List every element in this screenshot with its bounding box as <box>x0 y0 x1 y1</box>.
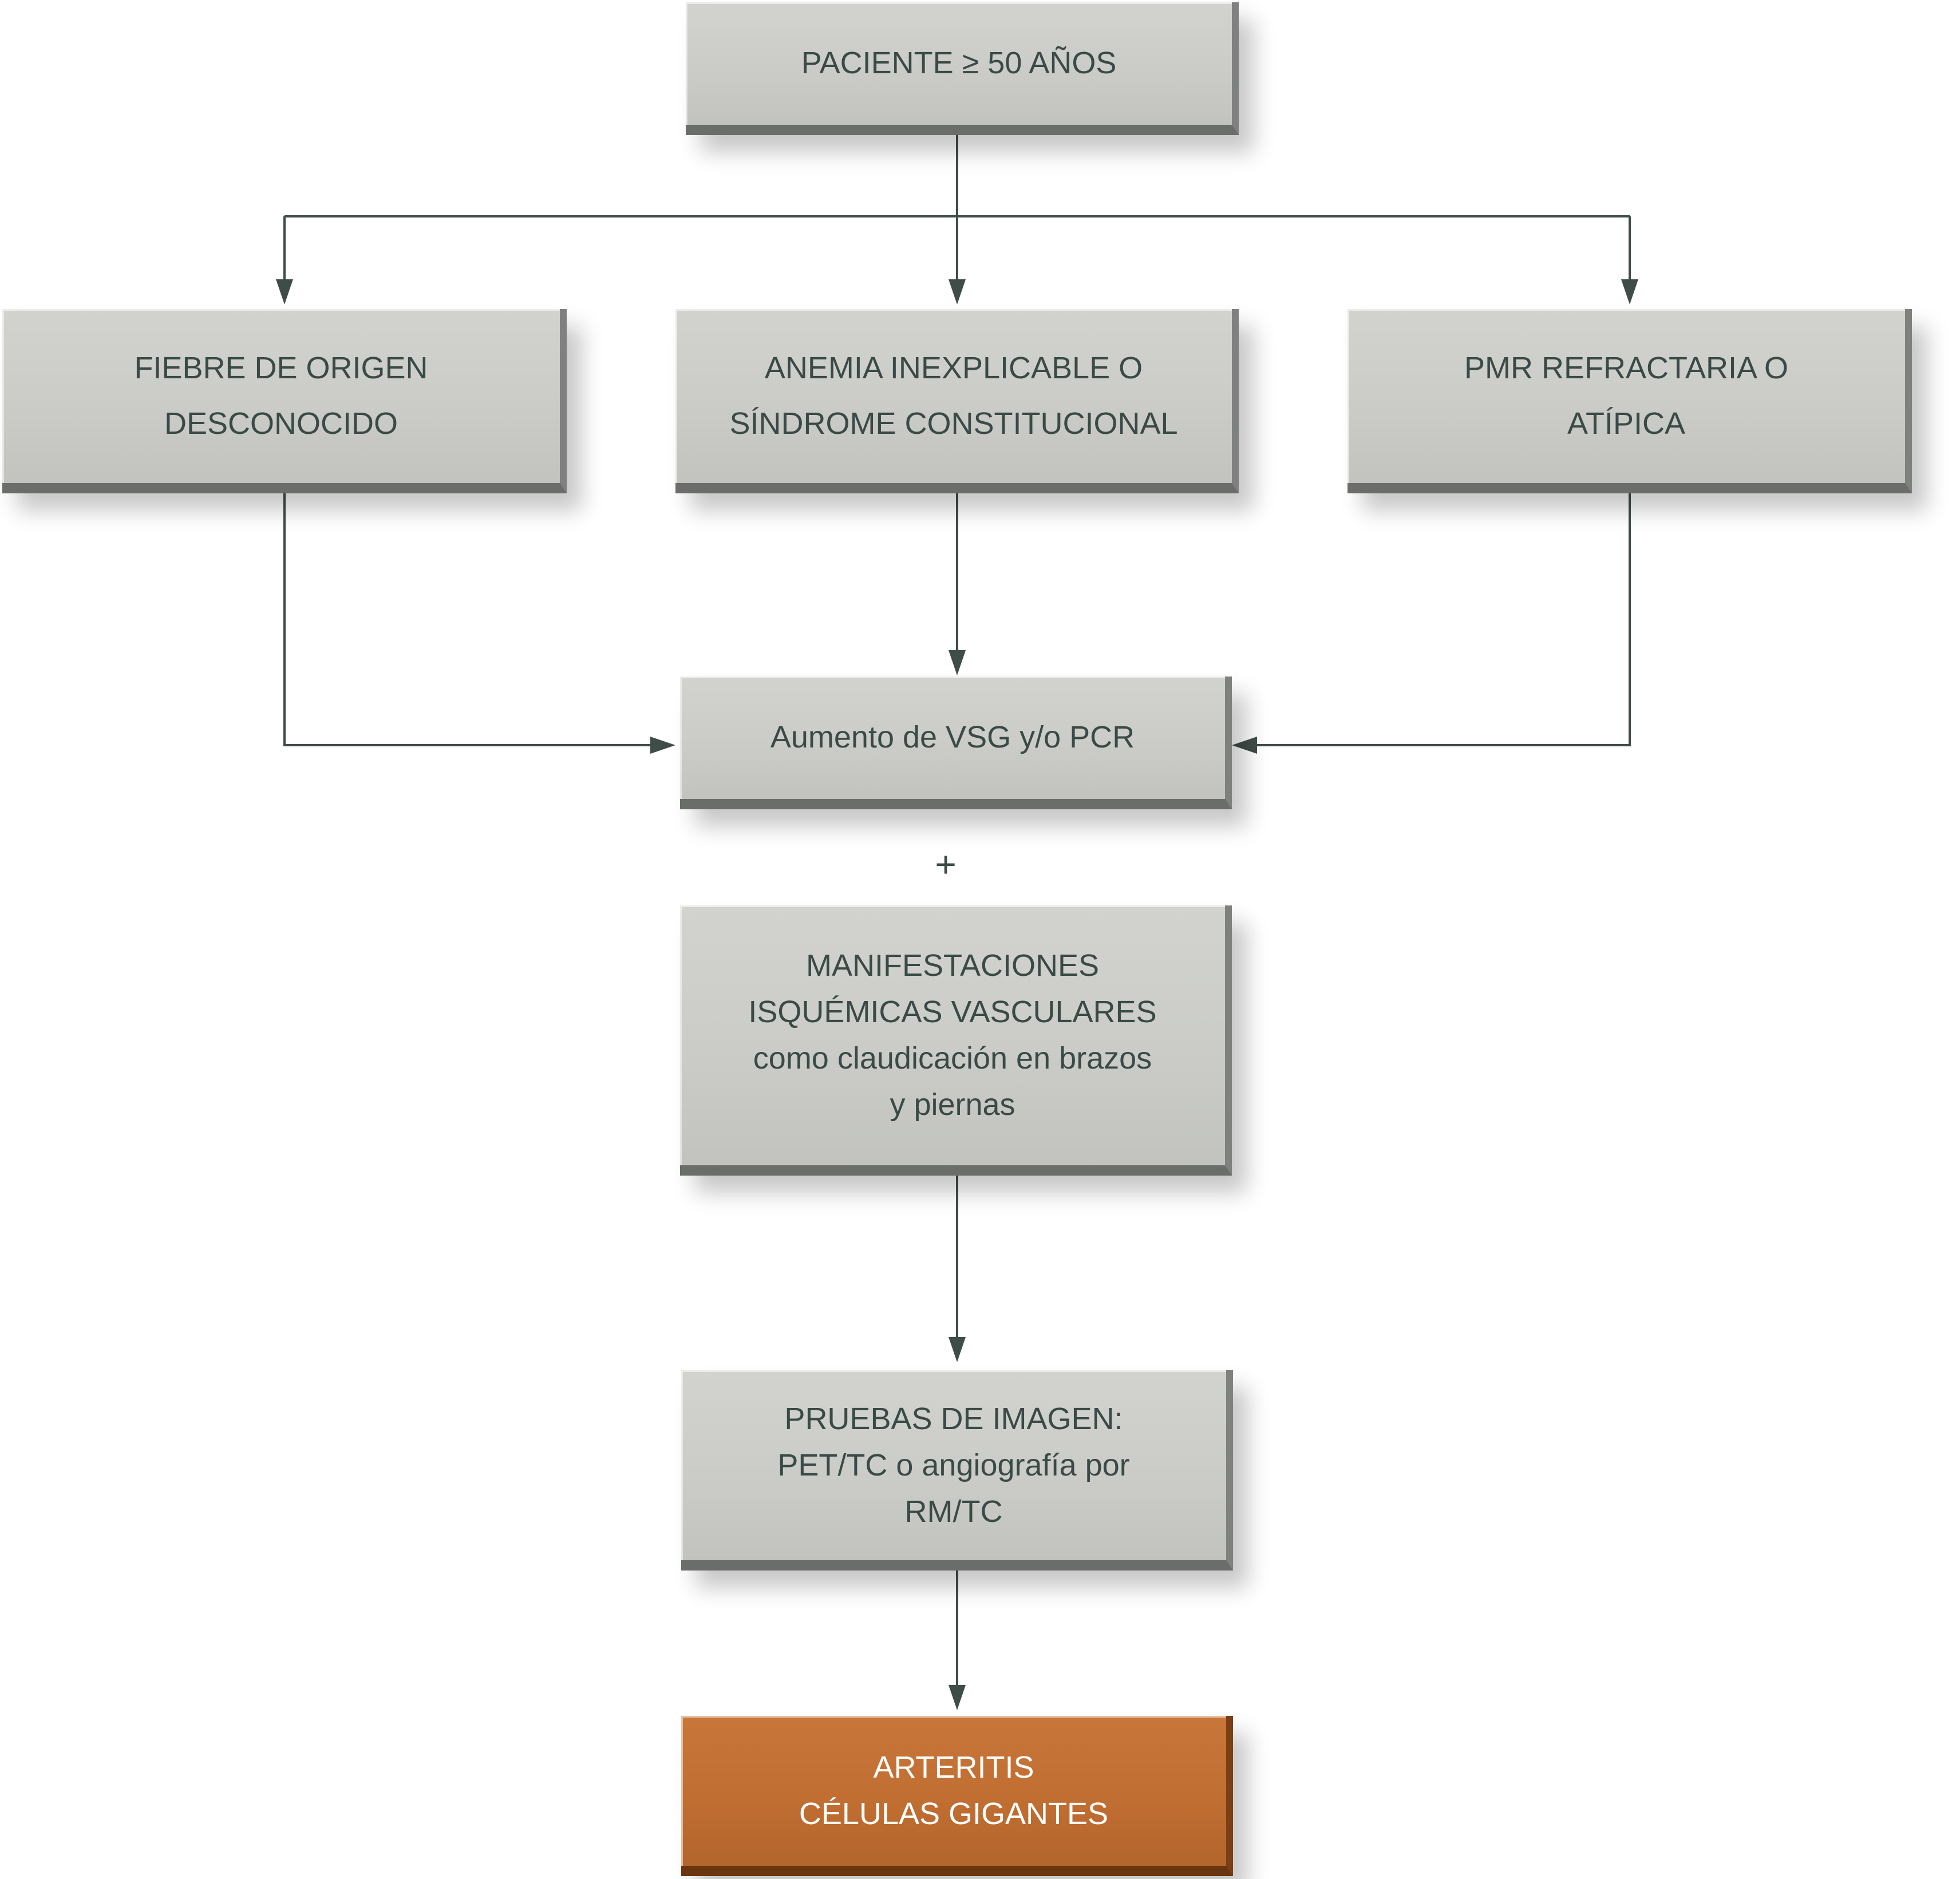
node-pmr-line-2: ATÍPICA <box>1567 406 1686 441</box>
node-pmr-line-1: PMR REFRACTARIA O <box>1464 350 1789 385</box>
arrowhead-anemia <box>949 279 966 304</box>
arrowhead-imaging-result <box>949 1685 966 1710</box>
node-vsg-line-1: Aumento de VSG y/o PCR <box>770 720 1135 755</box>
node-anemia: ANEMIA INEXPLICABLE O SÍNDROME CONSTITUC… <box>675 309 1239 493</box>
node-imaging-line-1: PRUEBAS DE IMAGEN: <box>784 1401 1123 1436</box>
plus-sign: + <box>935 844 957 885</box>
node-ischemic-line-2: ISQUÉMICAS VASCULARES <box>748 995 1157 1029</box>
node-vsg: Aumento de VSG y/o PCR <box>680 677 1232 809</box>
arrowhead-pmr <box>1621 279 1638 304</box>
arrowhead-pmr-vsg <box>1232 737 1257 754</box>
node-patient: PACIENTE ≥ 50 AÑOS <box>686 2 1239 135</box>
node-ischemic-line-4: y piernas <box>890 1087 1015 1122</box>
node-anemia-line-2: SÍNDROME CONSTITUCIONAL <box>729 406 1178 441</box>
connector-pmr-vsg <box>1250 493 1631 746</box>
node-imaging: PRUEBAS DE IMAGEN: PET/TC o angiografía … <box>681 1370 1233 1571</box>
node-fever: FIEBRE DE ORIGEN DESCONOCIDO <box>2 309 567 493</box>
node-imaging-line-2: PET/TC o angiografía por <box>777 1447 1130 1482</box>
node-ischemic-line-1: MANIFESTACIONES <box>805 948 1100 983</box>
arrowhead-fever <box>276 279 293 304</box>
node-fever-line-2: DESCONOCIDO <box>164 406 398 441</box>
node-anemia-line-1: ANEMIA INEXPLICABLE O <box>764 350 1143 385</box>
node-pmr: PMR REFRACTARIA O ATÍPICA <box>1348 309 1912 493</box>
node-ischemic-line-3: como claudicación en brazos <box>753 1041 1152 1075</box>
node-ischemic: MANIFESTACIONES ISQUÉMICAS VASCULARES co… <box>680 905 1232 1176</box>
node-patient-line-1: PACIENTE ≥ 50 AÑOS <box>801 46 1117 81</box>
arrowhead-ischemic-imaging <box>949 1337 966 1362</box>
connector-fever-vsg <box>283 493 657 746</box>
arrowhead-anemia-vsg <box>949 650 966 675</box>
node-fever-line-1: FIEBRE DE ORIGEN <box>134 350 428 385</box>
node-result-line-1: ARTERITIS <box>873 1750 1034 1785</box>
arrowhead-fever-vsg <box>650 737 675 754</box>
node-result-line-2: CÉLULAS GIGANTES <box>799 1797 1109 1831</box>
node-result: ARTERITIS CÉLULAS GIGANTES <box>681 1716 1233 1876</box>
node-imaging-line-3: RM/TC <box>904 1494 1003 1529</box>
